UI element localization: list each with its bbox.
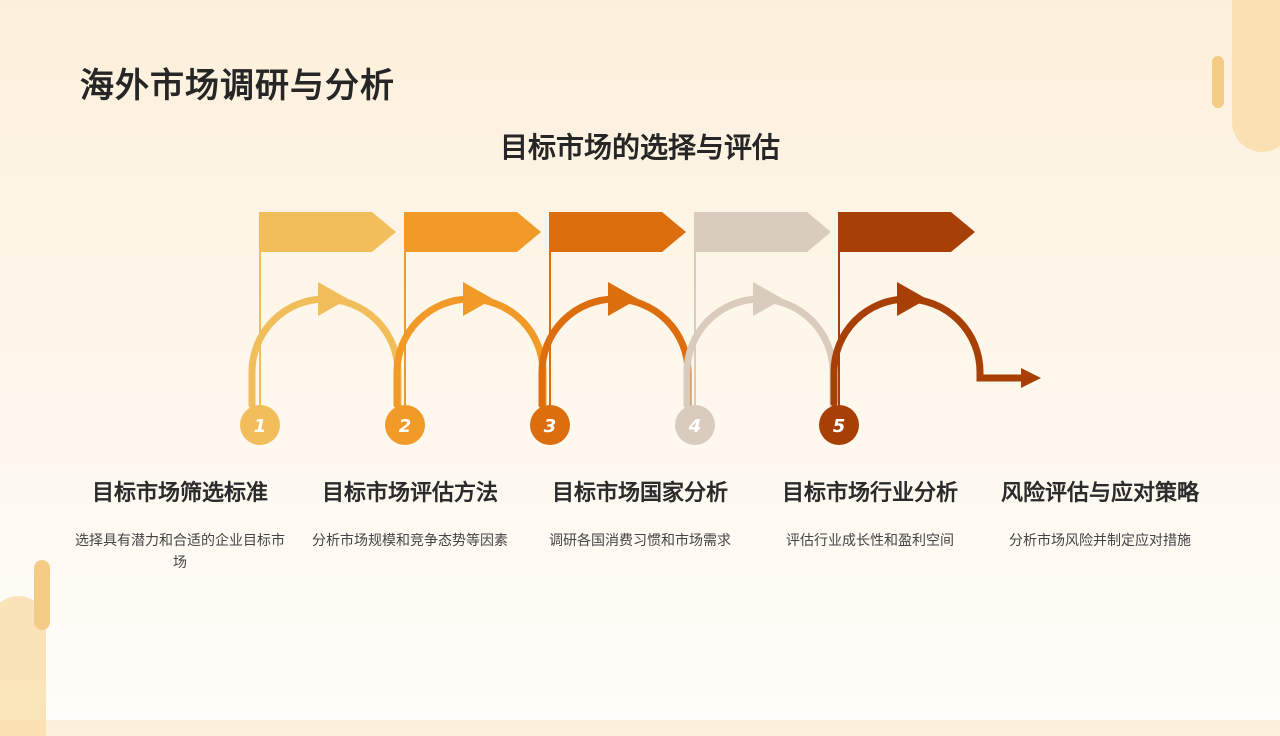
step-number: 2 [399, 416, 412, 437]
step-1: 目标市场筛选标准选择具有潜力和合适的企业目标市场 [75, 468, 285, 574]
flag-banner [695, 212, 831, 252]
corner-deco-bottom-left-bar [34, 560, 50, 630]
step-description: 调研各国消费习惯和市场需求 [549, 533, 731, 549]
step-number: 1 [254, 416, 267, 437]
arc-arrow-icon [608, 282, 638, 316]
flow-arc [683, 295, 837, 409]
corner-deco-top-right [1232, 0, 1280, 152]
step-title: 目标市场筛选标准 [91, 481, 268, 506]
flag-banner [839, 212, 975, 252]
step-5: 风险评估与应对策略分析市场风险并制定应对措施 [995, 468, 1205, 552]
step-number-badge [819, 405, 859, 445]
step-number-badge [240, 405, 280, 445]
step-2: 目标市场评估方法分析市场规模和竞争态势等因素 [305, 468, 515, 552]
step-number-badge [385, 405, 425, 445]
step-4-graphic: 4 [675, 212, 837, 445]
step-number-badge [675, 405, 715, 445]
page-subtitle: 目标市场的选择与评估 [499, 131, 780, 164]
flag-banner [405, 212, 541, 252]
step-4: 目标市场行业分析评估行业成长性和盈利空间 [765, 468, 975, 552]
flag-banner [260, 212, 396, 252]
step-title: 目标市场行业分析 [781, 481, 958, 506]
step-description: 选择具有潜力和合适的企业目标市场 [75, 533, 285, 571]
step-3: 目标市场国家分析调研各国消费习惯和市场需求 [535, 468, 745, 552]
flow-arc [393, 295, 547, 409]
step-number-badge [530, 405, 570, 445]
flag-banner [550, 212, 686, 252]
step-number: 5 [833, 416, 846, 437]
step-number: 3 [544, 416, 557, 437]
step-description: 分析市场风险并制定应对措施 [1009, 533, 1191, 549]
arc-arrow-icon [463, 282, 493, 316]
step-1-graphic: 1 [240, 212, 402, 445]
step-5-graphic: 5 [819, 212, 1041, 445]
flow-arc [538, 295, 692, 409]
arc-arrow-icon [753, 282, 783, 316]
step-title: 目标市场评估方法 [321, 481, 498, 506]
page-title: 海外市场调研与分析 [80, 66, 395, 106]
step-3-graphic: 3 [530, 212, 692, 445]
step-description: 评估行业成长性和盈利空间 [786, 533, 954, 549]
arc-arrow-icon [318, 282, 348, 316]
process-diagram: 1 2 3 4 5 [240, 212, 1041, 445]
end-arrow-icon [1021, 368, 1041, 388]
step-number: 4 [688, 416, 702, 437]
arc-arrow-icon [897, 282, 927, 316]
step-description: 分析市场规模和竞争态势等因素 [312, 533, 508, 549]
step-title: 风险评估与应对策略 [1000, 481, 1199, 506]
flow-arc [248, 295, 402, 409]
step-2-graphic: 2 [385, 212, 547, 445]
step-title: 目标市场国家分析 [551, 481, 728, 506]
corner-deco-top-right-bar [1212, 56, 1224, 108]
flow-arc [830, 295, 1028, 407]
